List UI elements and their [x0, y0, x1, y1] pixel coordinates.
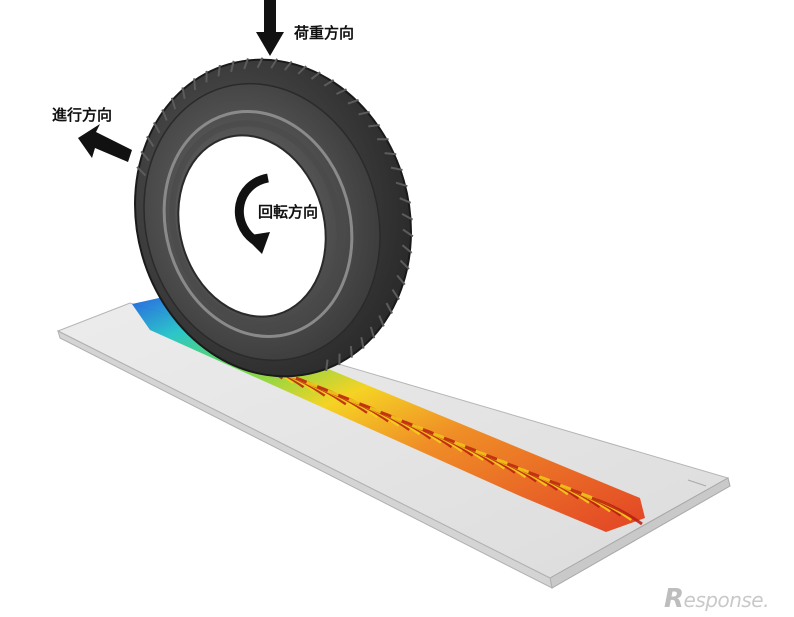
tread-groove: [136, 166, 147, 177]
tread-groove: [283, 60, 293, 71]
tread-groove: [377, 138, 389, 141]
tread-groove: [396, 274, 406, 286]
tread-groove: [161, 109, 168, 121]
tread-groove: [395, 181, 408, 188]
tread-groove: [193, 78, 197, 91]
tire-tread-grooves: [136, 57, 414, 372]
tread-groove: [338, 353, 341, 366]
tread-groove: [402, 228, 414, 238]
tread-groove: [347, 98, 359, 105]
watermark-rest: esponse.: [683, 588, 770, 612]
watermark-initial: R: [664, 584, 684, 614]
travel-direction-arrow: [78, 124, 132, 162]
tread-groove: [325, 359, 329, 372]
tread-groove: [270, 58, 278, 69]
tread-groove: [401, 244, 413, 254]
tread-groove: [368, 124, 380, 128]
tread-groove: [358, 110, 370, 116]
load-direction-arrow: [256, 0, 284, 56]
travel-direction-label: 進行方向: [52, 106, 113, 124]
tread-groove: [256, 57, 264, 69]
tread-groove: [170, 97, 177, 110]
road-plate: [56, 302, 731, 589]
tread-groove: [310, 71, 321, 80]
tread-groove: [349, 345, 353, 358]
tread-groove: [335, 88, 347, 95]
rotation-direction-label: 回転方向: [258, 203, 319, 221]
tread-groove: [384, 152, 397, 156]
tread-groove: [369, 326, 376, 339]
tread-groove: [153, 122, 161, 134]
tread-groove: [390, 166, 403, 171]
tread-mark: [591, 496, 643, 526]
tread-groove: [230, 60, 235, 73]
tread-groove: [401, 212, 414, 221]
tread-groove: [323, 79, 335, 87]
tread-groove: [297, 65, 307, 75]
tread-groove: [399, 197, 412, 204]
tread-groove: [217, 64, 221, 77]
tread-groove: [360, 336, 365, 349]
tire: [134, 57, 414, 378]
response-watermark: Response.: [664, 584, 769, 614]
tread-groove: [399, 259, 410, 270]
tread-groove: [181, 87, 186, 100]
load-direction-label: 荷重方向: [294, 24, 355, 42]
tread-groove: [205, 70, 208, 83]
rotation-direction-arrow: [234, 173, 270, 254]
tread-groove: [378, 315, 385, 327]
tread-groove: [146, 135, 155, 148]
tread-groove: [385, 302, 393, 314]
tread-groove: [140, 150, 150, 162]
tread-groove: [243, 58, 249, 70]
tread-groove: [391, 288, 400, 301]
